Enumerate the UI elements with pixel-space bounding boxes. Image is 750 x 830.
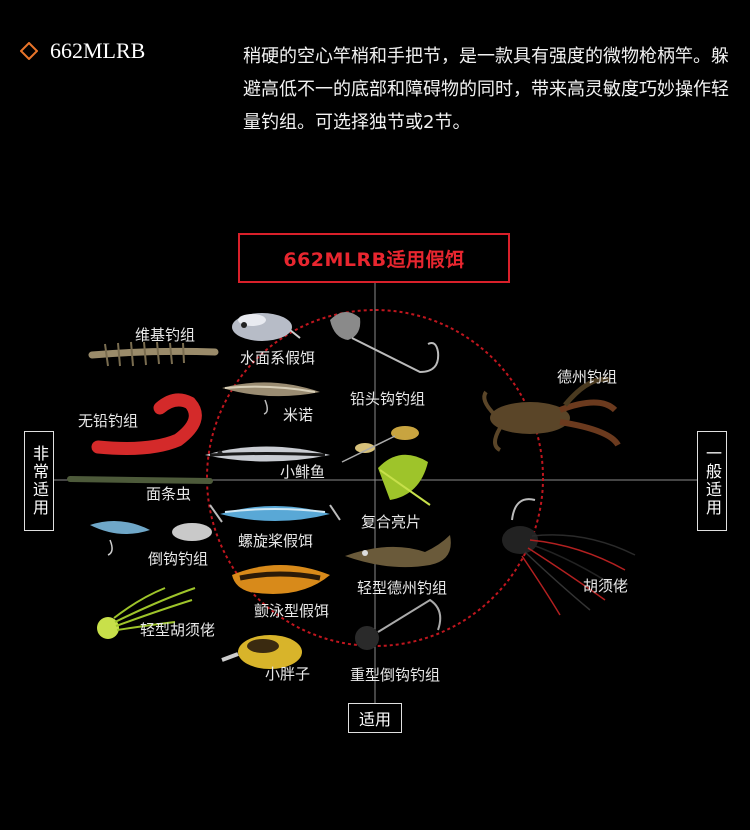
- fat-crank-lure: [221, 635, 302, 669]
- vibration-lure: [232, 565, 330, 594]
- label-rubber-jig: 胡须佬: [583, 577, 629, 595]
- axis-label-left: 非常适用: [24, 431, 54, 531]
- diamond-icon: [20, 42, 38, 60]
- rubber-jig-lure: [502, 498, 636, 616]
- label-fat-crank: 小胖子: [265, 665, 311, 683]
- label-texas-rig: 德州钓组: [557, 368, 618, 386]
- axis-label-bottom: 适用: [348, 703, 402, 733]
- model-description: 稍硬的空心竿梢和手把节，是一款具有强度的微物枪柄竿。躲避高低不一的底部和障碍物的…: [243, 46, 729, 133]
- spinnerbait-lure: [341, 426, 431, 506]
- label-topwater: 水面系假饵: [240, 349, 316, 367]
- label-weightless-rig: 无铅钓组: [78, 412, 139, 430]
- dropshot-lure: [90, 521, 212, 556]
- label-noodle-worm: 面条虫: [146, 485, 192, 503]
- light-texas-rig-lure: [345, 535, 451, 568]
- model-name: 662MLRB: [50, 38, 146, 63]
- topwater-lure: [232, 313, 301, 341]
- model-header: 662MLRB: [20, 38, 145, 64]
- label-minnow: 米诺: [283, 406, 314, 424]
- propeller-lure: [209, 504, 341, 523]
- range-circle: [206, 309, 544, 647]
- label-dropshot: 倒钩钓组: [148, 550, 209, 568]
- axis-label-right: 一般适用: [697, 431, 727, 531]
- wiki-rig-lure: [88, 341, 219, 367]
- small-shad-lure: [205, 446, 330, 462]
- diagram-title: 662MLRB适用假饵: [238, 233, 510, 283]
- light-rubber-jig-lure: [97, 587, 196, 639]
- label-propeller: 螺旋桨假饵: [238, 532, 314, 550]
- heavy-dropshot-lure: [355, 598, 442, 650]
- noodle-worm-lure: [67, 476, 213, 484]
- label-wiki-rig: 维基钓组: [135, 326, 196, 344]
- weightless-rig-lure: [91, 393, 202, 455]
- label-small-shad: 小鲱鱼: [280, 463, 326, 481]
- jighead-lure: [330, 311, 440, 374]
- label-light-texas-rig: 轻型德州钓组: [357, 579, 448, 597]
- texas-rig-lure: [482, 376, 621, 452]
- label-vibration: 颤泳型假饵: [254, 602, 330, 620]
- minnow-lure: [222, 382, 320, 415]
- label-jighead: 铅头钩钓组: [350, 390, 426, 408]
- label-light-rubber-jig: 轻型胡须佬: [140, 621, 216, 639]
- label-spinnerbait: 复合亮片: [361, 513, 422, 531]
- label-heavy-dropshot: 重型倒钩钓组: [350, 666, 441, 684]
